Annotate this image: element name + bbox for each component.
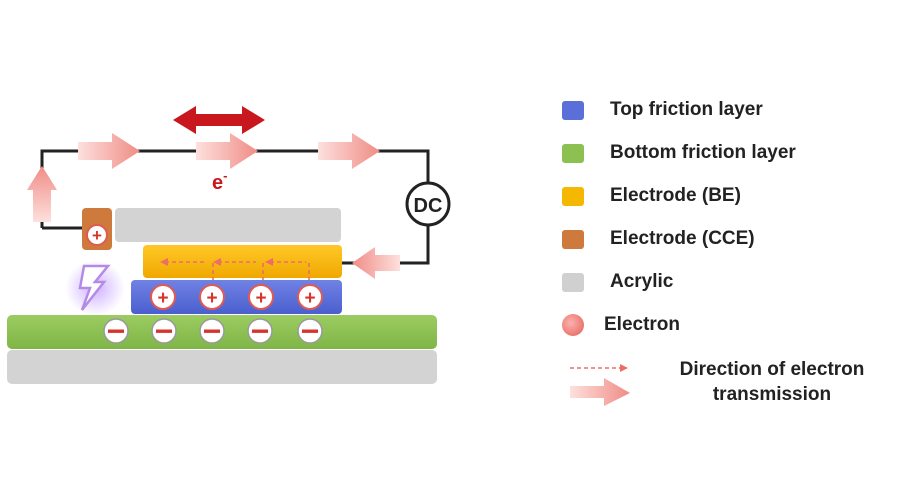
negative-charge: [103, 318, 129, 344]
dc-source: DC: [405, 181, 451, 227]
legend-item-top-friction-layer: Top friction layer: [562, 96, 763, 124]
svg-text:+: +: [206, 288, 217, 309]
acrylic-top-plate: [115, 208, 341, 242]
swatch-electrode-cce: [562, 229, 584, 249]
svg-text:+: +: [304, 288, 315, 309]
electron-symbol: e-: [212, 168, 227, 194]
negative-charge: [151, 318, 177, 344]
positive-charge: +: [150, 284, 176, 310]
legend-label: Bottom friction layer: [610, 142, 796, 163]
current-arrow: [27, 166, 57, 222]
negative-charge: [199, 318, 225, 344]
swatch-acrylic: [562, 272, 584, 292]
current-arrow: [196, 133, 258, 169]
swatch-top-friction: [562, 100, 584, 120]
acrylic-bottom-plate: [7, 350, 437, 384]
svg-text:+: +: [157, 288, 168, 309]
legend-label: Electrode (CCE): [610, 228, 755, 249]
swatch-electrode-be: [562, 186, 584, 206]
legend-item-electrode-be: Electrode (BE): [562, 182, 741, 210]
top-friction-layer: [131, 280, 342, 314]
current-arrow: [78, 133, 140, 169]
legend-item-electron: Electron: [562, 311, 680, 339]
teng-diagram: e- DC + + + +: [7, 106, 451, 384]
negative-charge: [297, 318, 323, 344]
positive-charge: +: [297, 284, 323, 310]
electron-icon: [562, 314, 584, 336]
current-arrow: [318, 133, 380, 169]
direction-arrows-icon: [570, 364, 630, 406]
negative-charge: [247, 318, 273, 344]
legend-item-acrylic: Acrylic: [562, 268, 673, 296]
legend-label: Top friction layer: [610, 99, 763, 120]
legend-label: Electrode (BE): [610, 185, 741, 206]
cce-electrode: +: [82, 208, 112, 250]
positive-charge: +: [248, 284, 274, 310]
current-arrow: [352, 247, 400, 279]
motion-double-arrow: [173, 106, 265, 134]
positive-charge: +: [199, 284, 225, 310]
positive-charge: +: [92, 226, 102, 245]
lightning-spark-icon: [65, 260, 125, 316]
electron-direction-dashed-heads: [160, 258, 273, 266]
swatch-bottom-friction: [562, 143, 584, 163]
dc-label: DC: [414, 195, 443, 217]
legend-item-bottom-friction-layer: Bottom friction layer: [562, 139, 796, 167]
legend-label: Electron: [604, 314, 681, 335]
legend-label: Acrylic: [610, 271, 674, 292]
electron-direction-dashed: [165, 261, 310, 294]
svg-text:+: +: [255, 288, 266, 309]
legend-item-electrode-cce: Electrode (CCE): [562, 225, 755, 253]
direction-label: Direction of electron transmission: [679, 359, 865, 405]
